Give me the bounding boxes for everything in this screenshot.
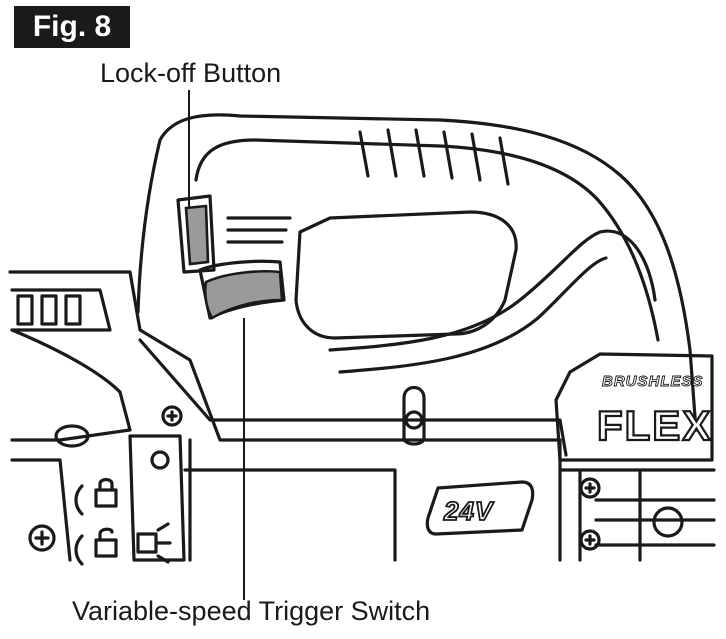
grip-strap <box>328 229 657 352</box>
lock-off-housing <box>176 194 216 274</box>
motor-housing-left <box>10 328 132 442</box>
handle-opening <box>294 210 518 340</box>
voltage-badge-frame <box>425 480 535 536</box>
figure-label: Fig. 8 <box>14 6 130 48</box>
lock-off-button-callout-label: Lock-off Button <box>100 58 282 88</box>
center-boss <box>402 385 426 446</box>
brushless-badge: BRUSHLESS <box>602 373 704 390</box>
trigger-switch <box>203 270 284 320</box>
screw-heads <box>28 405 601 552</box>
grip-ribs <box>358 128 510 186</box>
battery-pack-frame <box>554 352 714 462</box>
brand-logo: FLEX <box>597 402 712 449</box>
trigger-switch-callout-label: Variable-speed Trigger Switch <box>72 596 431 626</box>
handle-inner-contour <box>194 138 660 342</box>
lock-indicator-panel <box>128 434 186 562</box>
voltage-label: 24V <box>443 496 495 526</box>
handle-outline <box>136 113 698 432</box>
lock-off-button <box>184 204 210 266</box>
